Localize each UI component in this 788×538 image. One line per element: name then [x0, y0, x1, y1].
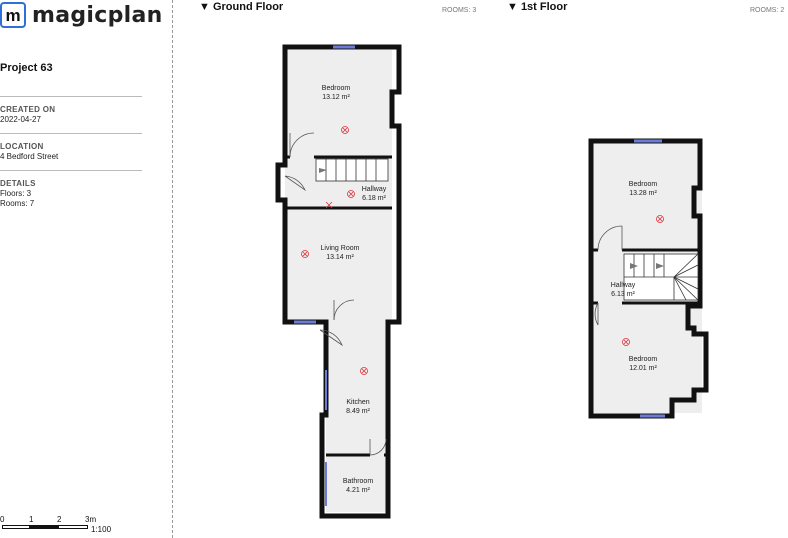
- ground-doors: [284, 132, 387, 456]
- project-title: Project 63: [0, 62, 53, 74]
- room-area-bathroom: 4.21 m²: [346, 487, 370, 494]
- ground-markers: [301, 126, 368, 375]
- details-floors: Floors: 3: [0, 189, 32, 198]
- scale-tick-1: 1: [29, 515, 34, 524]
- room-area-bedroom: 13.12 m²: [322, 94, 350, 101]
- room-name-hallway-1: Hallway: [611, 282, 636, 289]
- scale-bar: 0 1 2 3m 1:100: [0, 512, 130, 538]
- room-name-bedroom: Bedroom: [322, 85, 351, 92]
- ground-floor-rooms-count: ROOMS: 3: [442, 7, 477, 14]
- sidebar-separator: [172, 0, 173, 538]
- room-area-bedroom-2: 12.01 m²: [629, 365, 657, 372]
- room-name-hallway: Hallway: [362, 186, 387, 193]
- room-name-bedroom-2: Bedroom: [629, 356, 658, 363]
- first-doors: [594, 225, 623, 326]
- ground-stairs: [315, 158, 389, 182]
- room-area-hallway: 6.18 m²: [362, 195, 386, 202]
- room-area-bedroom-1: 13.28 m²: [629, 190, 657, 197]
- logo-text: magicplan: [32, 2, 163, 28]
- room-name-kitchen: Kitchen: [346, 399, 369, 406]
- location-label: LOCATION: [0, 142, 44, 151]
- scale-segment: [30, 525, 58, 529]
- divider: [0, 133, 142, 134]
- first-floor-title[interactable]: ▼ 1st Floor: [507, 1, 568, 13]
- ground-outer-wall: [275, 44, 402, 519]
- scale-segment: [2, 525, 30, 529]
- room-name-bathroom: Bathroom: [343, 478, 374, 485]
- first-stairs: [623, 253, 699, 301]
- scale-tick-3: 3m: [85, 515, 97, 524]
- location-value: 4 Bedford Street: [0, 152, 59, 161]
- logo-mark-icon: m: [0, 2, 26, 28]
- created-value: 2022-04-27: [0, 115, 41, 124]
- magicplan-logo: m magicplan: [0, 2, 163, 28]
- room-area-hallway-1: 6.13 m²: [611, 291, 635, 298]
- room-area-kitchen: 8.49 m²: [346, 408, 370, 415]
- first-floor-plan: Bedroom 13.28 m² Hallway 6.13 m² Bedroom…: [588, 138, 709, 419]
- room-area-living-room: 13.14 m²: [326, 254, 354, 261]
- ground-floor-title[interactable]: ▼ Ground Floor: [199, 1, 284, 13]
- divider: [0, 170, 142, 171]
- details-label: DETAILS: [0, 179, 36, 188]
- room-name-bedroom-1: Bedroom: [629, 181, 658, 188]
- scale-tick-2: 2: [57, 515, 62, 524]
- first-floor-rooms-count: ROOMS: 2: [750, 7, 785, 14]
- room-name-living-room: Living Room: [321, 245, 360, 252]
- scale-ratio: 1:100: [91, 525, 112, 534]
- scale-tick-0: 0: [0, 515, 5, 524]
- kitchen-fill: [326, 320, 386, 512]
- first-outer-wall: [588, 138, 709, 419]
- first-markers: [622, 215, 664, 346]
- details-rooms: Rooms: 7: [0, 199, 35, 208]
- ground-floor-plan: Bedroom 13.12 m² Hallway 6.18 m² Living …: [275, 44, 402, 519]
- scale-segment: [58, 525, 88, 529]
- created-label: CREATED ON: [0, 105, 56, 114]
- divider: [0, 96, 142, 97]
